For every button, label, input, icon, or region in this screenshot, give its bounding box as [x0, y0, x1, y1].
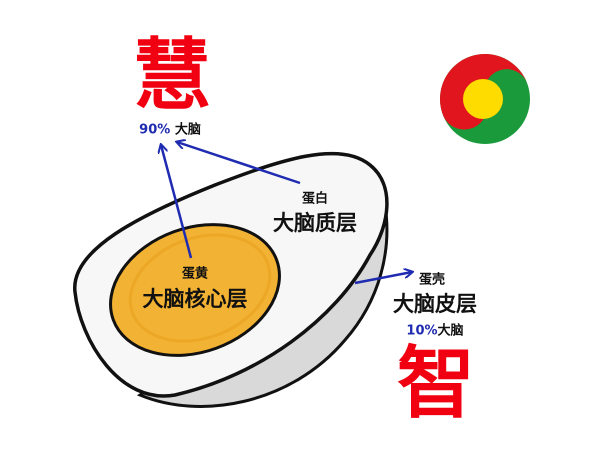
white-small-label: 蛋白: [301, 191, 329, 207]
title-hui: 慧: [132, 31, 212, 121]
shell-small-label: 蛋壳: [418, 272, 446, 288]
yolk-main-label: 大脑核心层: [142, 287, 248, 311]
yolk-small-label: 蛋黄: [181, 266, 209, 282]
bottom-text: 大脑: [437, 323, 464, 339]
bottom-percent: 10%: [406, 323, 438, 339]
arrow-white-to-top: [177, 142, 301, 185]
arrow-shell: [354, 272, 412, 285]
top-label: 90% 大脑: [139, 119, 201, 138]
white-main-label: 大脑质层: [273, 211, 357, 235]
arrow-yolk-to-top: [161, 145, 193, 259]
title-zhi: 智: [396, 339, 476, 429]
top-text: 大脑: [174, 122, 201, 138]
logo-circle: [440, 54, 530, 144]
top-percent: 90%: [139, 122, 171, 138]
bottom-label: 10%大脑: [406, 320, 463, 339]
shell-main-label: 大脑皮层: [393, 292, 477, 316]
egg-yolk: [109, 223, 281, 357]
